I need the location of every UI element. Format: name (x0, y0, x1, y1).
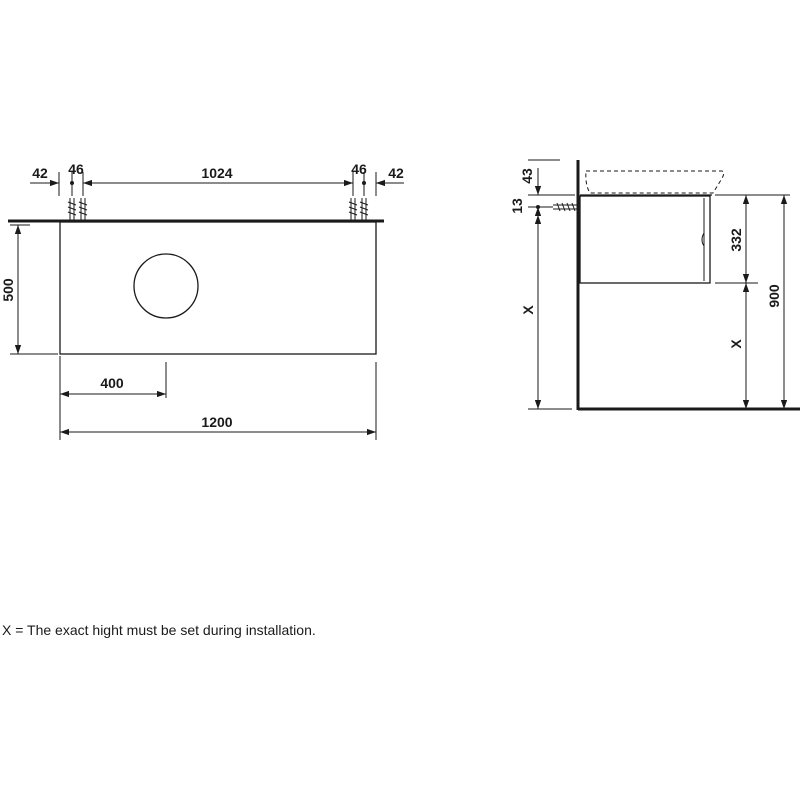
dim-label-500: 500 (0, 278, 16, 302)
dim-hole-offset: 400 (59, 356, 167, 440)
dim-label-400: 400 (100, 375, 124, 391)
dim-label-1024: 1024 (201, 165, 232, 181)
fixing-bolt-3 (348, 198, 358, 221)
side-view: 43 13 X 332 X 900 (509, 159, 800, 411)
dim-label-332: 332 (728, 228, 744, 252)
dim-label-43: 43 (519, 168, 535, 184)
fixing-bolt-2 (78, 198, 88, 221)
dim-chain-top: 42 46 1024 46 42 (30, 161, 404, 196)
dim-chain-side-right: 332 X 900 (715, 194, 790, 409)
waste-hole (133, 253, 199, 319)
dim-width-front: 1200 (60, 362, 377, 440)
dim-label-x-left: X (520, 305, 536, 315)
dim-label-46-right: 46 (351, 161, 367, 177)
dim-label-42-right: 42 (388, 165, 404, 181)
dim-height-front: 500 (0, 224, 58, 355)
side-cabinet (579, 195, 711, 284)
installation-note: X = The exact hight must be set during i… (2, 622, 316, 638)
drawer-handle (701, 232, 705, 247)
front-cabinet (59, 221, 377, 355)
dim-label-1200: 1200 (201, 414, 232, 430)
fixing-bolt-1 (67, 198, 77, 221)
dim-label-x-right: X (728, 339, 744, 349)
wall-fixings (67, 198, 369, 221)
dim-label-46-left: 46 (68, 161, 84, 177)
front-view: 42 46 1024 46 42 500 400 1200 (0, 161, 404, 440)
dim-label-13: 13 (509, 198, 525, 214)
washbasin-outline (585, 170, 725, 194)
fixing-bolt-4 (359, 198, 369, 221)
dim-label-42-left: 42 (32, 165, 48, 181)
side-fixing-bolt (553, 202, 578, 212)
dim-label-900: 900 (766, 284, 782, 308)
dim-chain-side-left: 43 13 X (509, 159, 575, 410)
